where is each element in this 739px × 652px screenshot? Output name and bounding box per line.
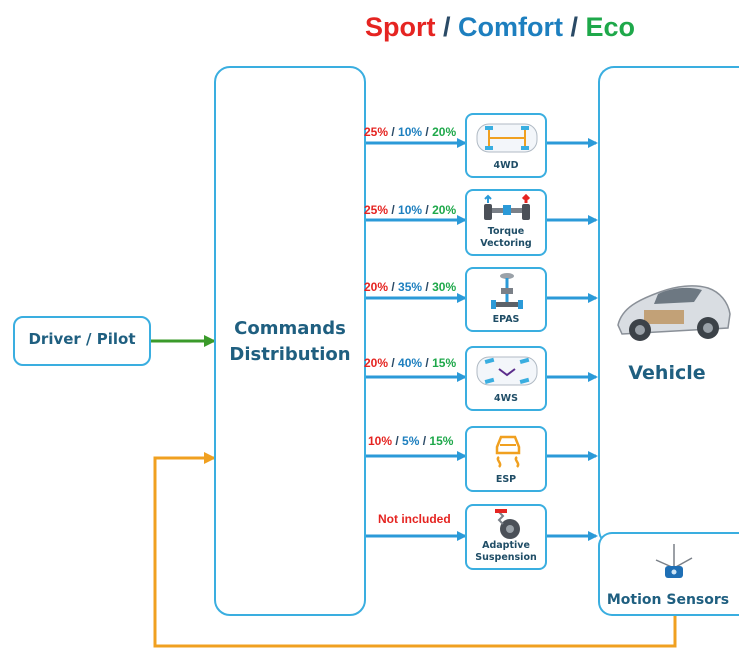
module-label: EPAS [492, 314, 520, 325]
module-torque-vectoring: Torque Vectoring [465, 189, 547, 256]
module-4ws: 4WS [465, 346, 547, 411]
comfort-percent: 35% [398, 280, 423, 294]
sport-percent: 20% [364, 280, 389, 294]
car-cutaway-icon [617, 285, 731, 341]
module-label-line2: Vectoring [480, 238, 532, 249]
title-separator: / [562, 12, 586, 42]
module-label-line2: Suspension [475, 552, 537, 563]
feedback-line [153, 452, 677, 648]
module-epas: EPAS [465, 267, 547, 332]
module-label-line1: Adaptive [482, 540, 530, 551]
torque-vectoring-icon [484, 194, 531, 220]
eco-percent: 15% [432, 356, 457, 370]
driver-pilot-box [13, 316, 151, 366]
module-label: 4WS [494, 393, 518, 404]
module-esp: ESP [465, 426, 547, 492]
comfort-percent: 10% [398, 203, 423, 217]
comfort-percent: 5% [402, 434, 420, 448]
commands-distribution-box [214, 66, 366, 616]
4wd-chassis-icon [476, 123, 538, 153]
module-label: ESP [495, 474, 517, 485]
title-separator: / [435, 12, 458, 42]
eco-percent: 20% [432, 203, 457, 217]
commands-line1: Commands [234, 318, 346, 339]
steering-column-icon [491, 273, 523, 309]
title-sport: Sport [364, 12, 436, 42]
sport-percent: 25% [364, 125, 389, 139]
4ws-chassis-icon [476, 356, 538, 386]
module-label: Adaptive Suspension [467, 540, 545, 564]
module-label: 4WD [493, 160, 519, 171]
sport-percent: 20% [364, 356, 389, 370]
comfort-percent: 10% [398, 125, 423, 139]
allocation-epas: 20% / 35% / 30% [364, 280, 457, 294]
module-4wd: 4WD [465, 113, 547, 178]
allocation-4ws: 20% / 40% / 15% [364, 356, 457, 370]
commands-line2: Distribution [229, 344, 351, 365]
driver-pilot-label: Driver / Pilot [28, 330, 136, 348]
module-label: Torque Vectoring [467, 226, 545, 250]
eco-percent: 20% [432, 125, 457, 139]
title-comfort: Comfort [457, 12, 563, 42]
eco-percent: 30% [432, 280, 457, 294]
commands-distribution-label: Commands Distribution [216, 316, 364, 368]
sport-percent: 25% [364, 203, 389, 217]
allocation-4wd: 25% / 10% / 20% [364, 125, 457, 139]
allocation-esp: 10% / 5% / 15% [368, 434, 454, 448]
sport-percent: 10% [368, 434, 393, 448]
vehicle-label: Vehicle [628, 362, 706, 384]
comfort-percent: 40% [398, 356, 423, 370]
diagram-title: Sport / Comfort / Eco [300, 12, 700, 43]
module-label-line1: Torque [487, 226, 525, 237]
motion-sensors-label: Motion Sensors [606, 592, 730, 608]
title-eco: Eco [585, 12, 636, 42]
eco-percent: 15% [429, 434, 454, 448]
module-adaptive-suspension: Adaptive Suspension [465, 504, 547, 570]
allocation-torque-vectoring: 25% / 10% / 20% [364, 203, 457, 217]
esp-skid-icon [495, 435, 521, 468]
allocation-suspension-note: Not included [378, 512, 451, 526]
suspension-icon [495, 509, 520, 539]
sensor-axes-icon [655, 544, 693, 578]
